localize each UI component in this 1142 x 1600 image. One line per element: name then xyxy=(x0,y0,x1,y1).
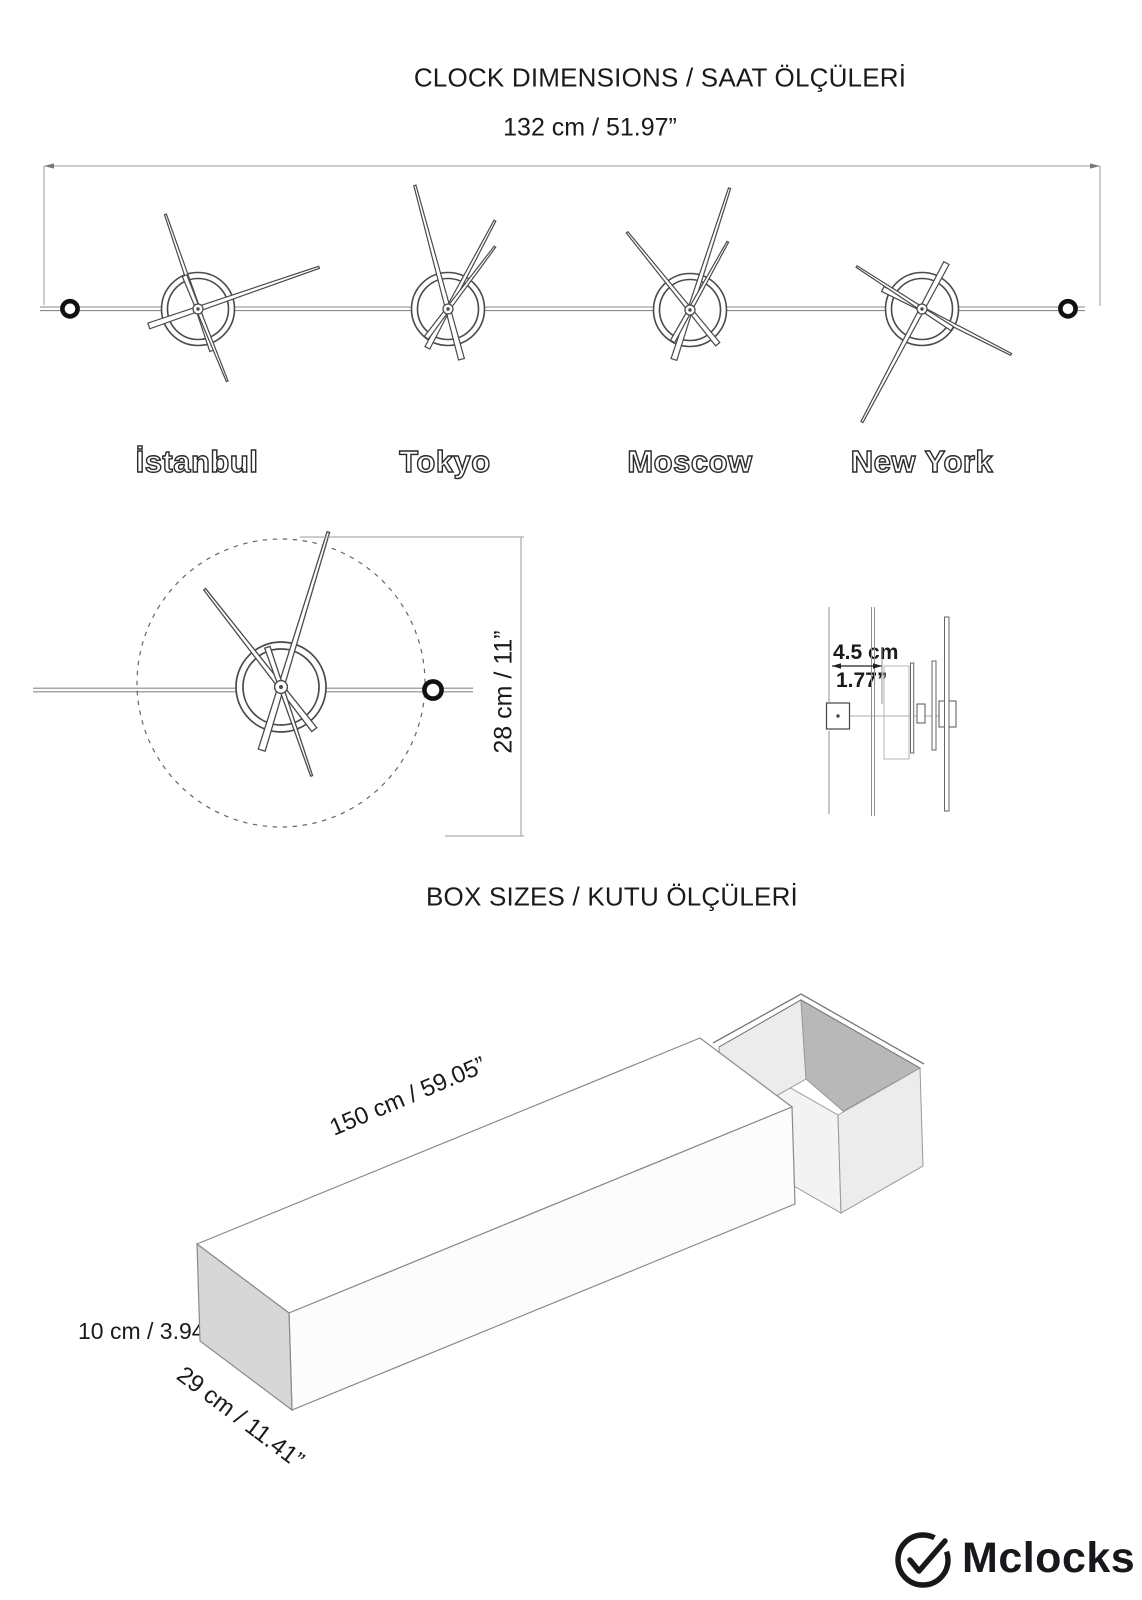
clock-moscow xyxy=(624,186,734,361)
city-label-tokyo: Tokyo xyxy=(399,443,491,479)
box-height-label: 10 cm / 3.94” xyxy=(78,1318,213,1344)
box-lid-front-face xyxy=(837,1067,924,1214)
arrowhead-right xyxy=(1090,163,1100,169)
diameter-dimension-line xyxy=(300,536,524,837)
hand-edge-on xyxy=(944,616,950,812)
width-dimension-label: 132 cm / 51.97” xyxy=(503,113,677,142)
detail-clock-front xyxy=(33,530,524,837)
box-sizes-title: BOX SIZES / KUTU ÖLÇÜLERİ xyxy=(426,881,798,912)
box-sleeve xyxy=(195,1037,796,1412)
city-label-moscow: Moscow xyxy=(627,443,753,479)
city-label-istanbul: İstanbul xyxy=(135,443,259,479)
rod-end-ring-left xyxy=(60,298,80,319)
clock-dimensions-title: CLOCK DIMENSIONS / SAAT ÖLÇÜLERİ xyxy=(413,62,907,93)
arrowhead-left xyxy=(44,163,54,169)
width-dimension-line xyxy=(43,165,1101,306)
depth-dimension-line xyxy=(832,648,883,704)
city-label-newyork: New York xyxy=(850,443,994,479)
clock-newyork xyxy=(854,261,1013,425)
clock-istanbul xyxy=(147,212,321,383)
detail-rod-ring xyxy=(422,679,444,701)
footer-logo xyxy=(893,1526,957,1597)
clock-check-icon xyxy=(895,1532,951,1588)
rod-end-ring-right xyxy=(1058,298,1078,319)
box-diagram xyxy=(195,993,925,1412)
side-profile-view xyxy=(825,607,957,816)
clock-diagram xyxy=(33,163,1101,837)
clock-tokyo xyxy=(410,183,498,361)
footer-brand-text: Mclocks xyxy=(962,1534,1136,1582)
